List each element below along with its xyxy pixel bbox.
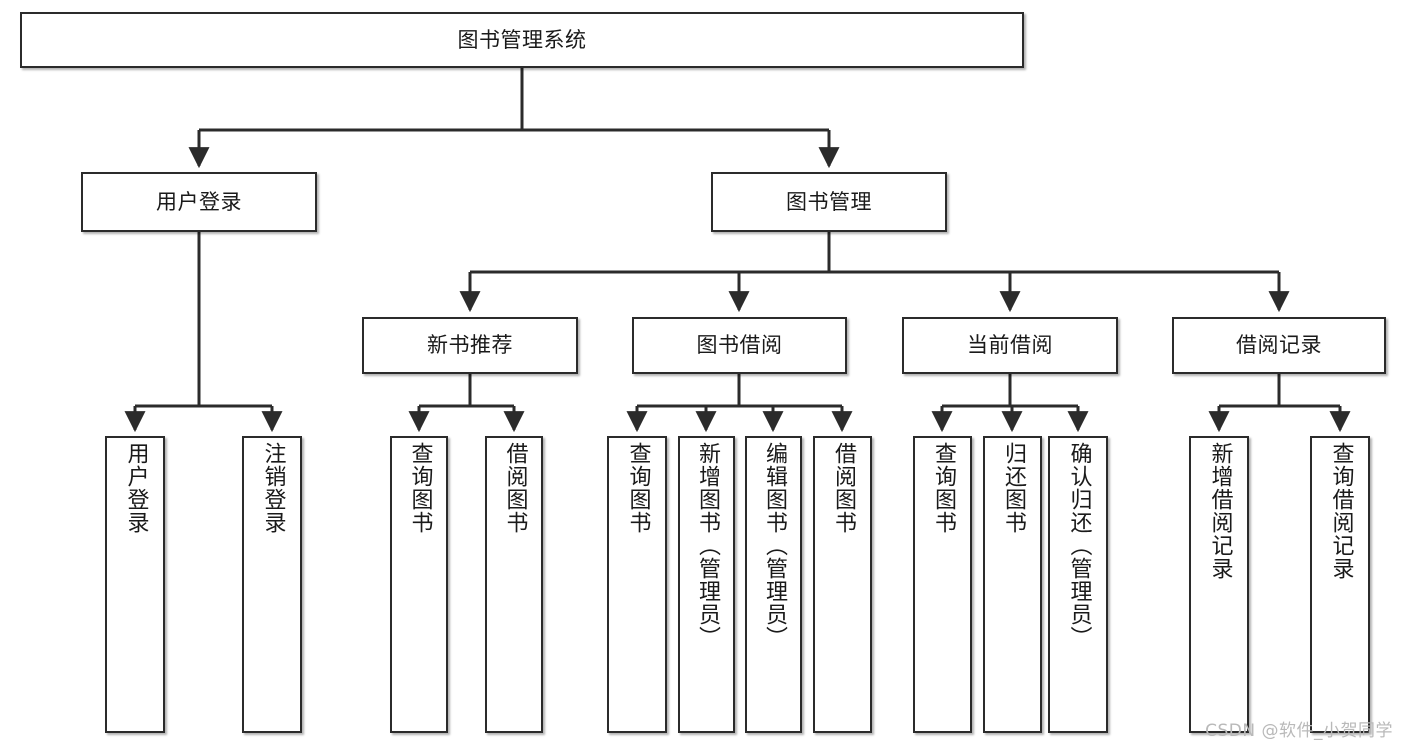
node-leaf-query-books-1[interactable]: 查询图书	[390, 436, 448, 733]
node-label: 借阅记录	[1236, 333, 1322, 358]
node-leaf-logout[interactable]: 注销登录	[242, 436, 302, 733]
node-leaf-edit-book-admin[interactable]: 编辑图书（管理员）	[745, 436, 802, 733]
node-label: 当前借阅	[967, 333, 1053, 358]
node-leaf-borrow-books-2[interactable]: 借阅图书	[813, 436, 872, 733]
node-book-borrow[interactable]: 图书借阅	[632, 317, 847, 374]
node-borrow-record[interactable]: 借阅记录	[1172, 317, 1386, 374]
node-label: 查询图书	[930, 442, 956, 534]
node-label: 查询图书	[407, 442, 433, 534]
node-leaf-add-book-admin[interactable]: 新增图书（管理员）	[678, 436, 735, 733]
node-label: 归还图书	[1000, 442, 1026, 534]
node-leaf-return-books[interactable]: 归还图书	[983, 436, 1042, 733]
node-label: 编辑图书（管理员）	[761, 442, 787, 649]
node-book-management[interactable]: 图书管理	[711, 172, 947, 232]
node-book-management-system[interactable]: 图书管理系统	[20, 12, 1024, 68]
node-leaf-query-borrow-record[interactable]: 查询借阅记录	[1310, 436, 1370, 733]
node-label: 图书管理系统	[457, 27, 587, 52]
node-label: 新增图书（管理员）	[694, 442, 720, 649]
node-leaf-confirm-return-admin[interactable]: 确认归还（管理员）	[1048, 436, 1108, 733]
node-label: 用户登录	[123, 442, 149, 534]
node-label: 新增借阅记录	[1207, 442, 1233, 580]
watermark-text: CSDN @软件_小贺同学	[1205, 721, 1393, 741]
node-label: 查询图书	[625, 442, 651, 534]
node-label: 查询借阅记录	[1328, 442, 1354, 580]
node-label: 图书管理	[786, 189, 872, 214]
node-label: 注销登录	[260, 442, 286, 534]
node-label: 借阅图书	[830, 442, 856, 534]
node-label: 借阅图书	[502, 442, 528, 534]
node-leaf-query-books-3[interactable]: 查询图书	[913, 436, 972, 733]
node-new-book-recommend[interactable]: 新书推荐	[362, 317, 578, 374]
node-label: 图书借阅	[696, 333, 783, 358]
node-leaf-query-books-2[interactable]: 查询图书	[607, 436, 667, 733]
node-label: 新书推荐	[427, 333, 513, 358]
node-label: 确认归还（管理员）	[1066, 442, 1092, 649]
node-leaf-add-borrow-record[interactable]: 新增借阅记录	[1189, 436, 1249, 733]
node-leaf-borrow-books-1[interactable]: 借阅图书	[485, 436, 543, 733]
node-label: 用户登录	[156, 189, 242, 214]
node-current-borrow[interactable]: 当前借阅	[902, 317, 1118, 374]
node-leaf-user-login[interactable]: 用户登录	[105, 436, 165, 733]
node-user-login[interactable]: 用户登录	[81, 172, 317, 232]
